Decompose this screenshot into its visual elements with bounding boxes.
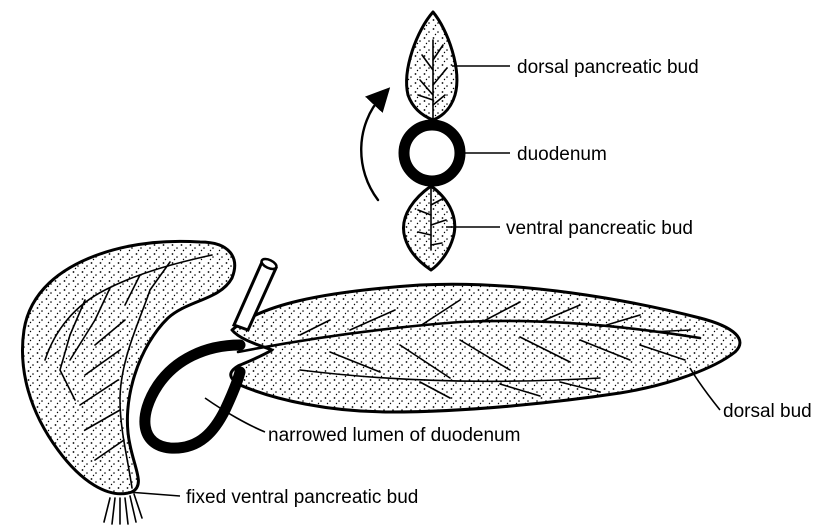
label-narrowed-lumen: narrowed lumen of duodenum xyxy=(268,425,520,446)
label-duodenum: duodenum xyxy=(517,144,607,165)
label-dorsal-pancreatic-bud: dorsal pancreatic bud xyxy=(517,57,699,78)
duodenum-ring xyxy=(404,125,460,181)
pancreas-main xyxy=(22,241,739,524)
leader-fixed-ventral-bud xyxy=(128,492,180,496)
label-dorsal-bud: dorsal bud xyxy=(723,401,812,422)
ventral-pancreatic-bud-shape xyxy=(404,186,455,270)
dorsal-bud-shape xyxy=(231,284,740,412)
duodenum-c-loop xyxy=(145,345,240,448)
dorsal-pancreatic-bud-shape xyxy=(407,12,457,120)
label-ventral-pancreatic-bud: ventral pancreatic bud xyxy=(506,218,693,239)
label-fixed-ventral-pancreatic-bud: fixed ventral pancreatic bud xyxy=(186,487,418,508)
rotation-schematic xyxy=(361,12,510,270)
leader-dorsal-bud xyxy=(690,368,720,410)
fixed-bud-fringe xyxy=(104,494,142,524)
rotation-arrow xyxy=(361,96,382,200)
